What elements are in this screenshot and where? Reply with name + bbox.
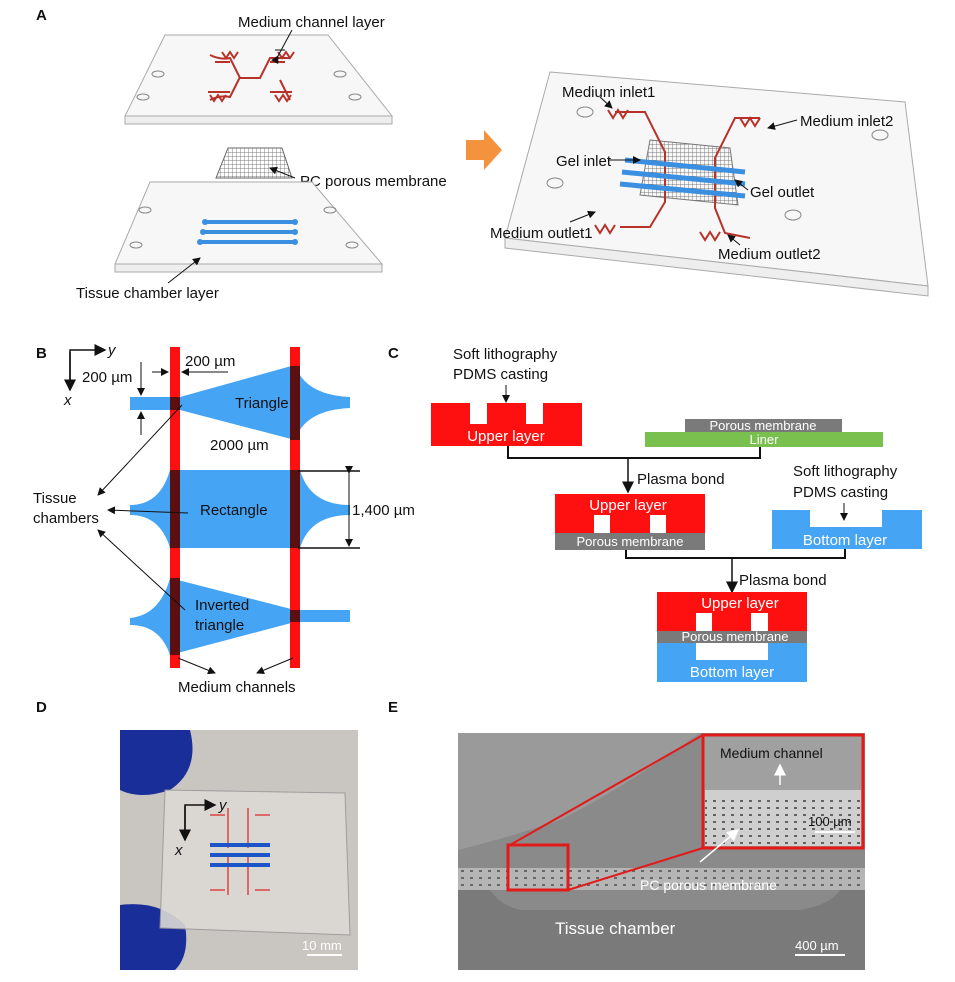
upper-layer-mold <box>431 403 582 446</box>
panel-a-letter: A <box>36 7 47 24</box>
bonded-porous-membrane <box>555 533 705 550</box>
label-gel-outlet: Gel outlet <box>750 184 815 201</box>
dim-1400: 1,400 µm <box>352 502 415 519</box>
label-soft-litho-2: Soft lithography <box>793 463 898 480</box>
label-upper-layer-2: Upper layer <box>589 497 667 514</box>
photo-axis-x: x <box>174 842 183 859</box>
label-medium-outlet2: Medium outlet2 <box>718 246 821 263</box>
label-medium-inlet2: Medium inlet2 <box>800 113 893 130</box>
bonded-upper-layer <box>555 494 705 533</box>
label-pdms-casting-1: PDMS casting <box>453 366 548 383</box>
panel-e-letter: E <box>388 699 398 716</box>
dim-200-height: 200 µm <box>82 369 132 386</box>
axis-x-label: x <box>63 392 72 409</box>
dim-2000: 2000 µm <box>210 437 269 454</box>
scale-label-10mm: 10 mm <box>302 938 342 953</box>
label-porous-membrane-3: Porous membrane <box>682 629 789 644</box>
assembled-device <box>504 71 929 297</box>
orange-arrow-icon <box>466 130 502 170</box>
label-inverted-1: Inverted <box>195 597 249 614</box>
label-porous-membrane-1: Porous membrane <box>710 418 817 433</box>
label-medium-channel-layer: Medium channel layer <box>238 14 385 31</box>
label-upper-layer-3: Upper layer <box>701 595 779 612</box>
label-pc-porous-membrane-sem: PC porous membrane <box>640 877 777 893</box>
scale-label-100um: 100 µm <box>808 814 852 829</box>
label-pc-porous-membrane: PC porous membrane <box>300 173 447 190</box>
label-rectangle: Rectangle <box>200 502 268 519</box>
final-bottom-layer <box>657 643 807 682</box>
axis-y-label: y <box>107 342 117 359</box>
label-soft-litho-1: Soft lithography <box>453 346 558 363</box>
label-inverted-2: triangle <box>195 617 244 634</box>
final-porous-membrane <box>657 631 807 643</box>
panel-a: A Medium channel layer PC porous membran… <box>36 7 929 302</box>
label-tissue-chamber: Tissue chamber <box>555 919 676 938</box>
label-medium-channel: Medium channel <box>720 745 823 761</box>
label-liner: Liner <box>750 432 780 447</box>
label-porous-membrane-2: Porous membrane <box>577 534 684 549</box>
panel-e: E Medium channel 100 µm PC porous membra… <box>388 699 865 970</box>
label-pdms-casting-2: PDMS casting <box>793 484 888 501</box>
panel-b-letter: B <box>36 345 47 362</box>
label-tissue-2: chambers <box>33 510 99 527</box>
photo-axis-y: y <box>218 797 228 814</box>
label-tissue-chamber-layer: Tissue chamber layer <box>76 285 219 302</box>
liner <box>645 432 883 447</box>
zoom-box <box>506 843 570 892</box>
final-upper-layer <box>657 592 807 631</box>
porous-membrane <box>215 147 293 179</box>
channel-overlaps <box>170 366 300 655</box>
label-gel-inlet: Gel inlet <box>556 153 612 170</box>
label-upper-layer-1: Upper layer <box>467 428 545 445</box>
label-medium-channels: Medium channels <box>178 679 296 696</box>
scale-label-400um: 400 µm <box>795 938 839 953</box>
inverted-triangle-chamber <box>130 578 350 655</box>
label-medium-outlet1: Medium outlet1 <box>490 225 593 242</box>
label-medium-inlet1: Medium inlet1 <box>562 84 655 101</box>
bottom-layer-mold <box>772 510 922 549</box>
dim-200-width: 200 µm <box>185 353 235 370</box>
label-bottom-layer-1: Bottom layer <box>803 532 887 549</box>
label-bottom-layer-2: Bottom layer <box>690 664 774 681</box>
label-plasma-bond-1: Plasma bond <box>637 471 725 488</box>
panel-d: D y x 10 mm <box>36 699 358 970</box>
panel-c: C Soft lithography PDMS casting Upper la… <box>388 345 922 682</box>
panel-c-letter: C <box>388 345 399 362</box>
medium-channel-layer-plate <box>124 34 394 125</box>
panel-d-letter: D <box>36 699 47 716</box>
label-tissue-1: Tissue <box>33 490 77 507</box>
label-plasma-bond-2: Plasma bond <box>739 572 827 589</box>
label-triangle: Triangle <box>235 395 289 412</box>
tissue-chamber-layer-plate <box>114 181 384 273</box>
porous-membrane-sheet <box>685 419 842 432</box>
panel-b: B y x 200 µm 200 µm Triangle 2000 µm Rec… <box>33 342 415 696</box>
